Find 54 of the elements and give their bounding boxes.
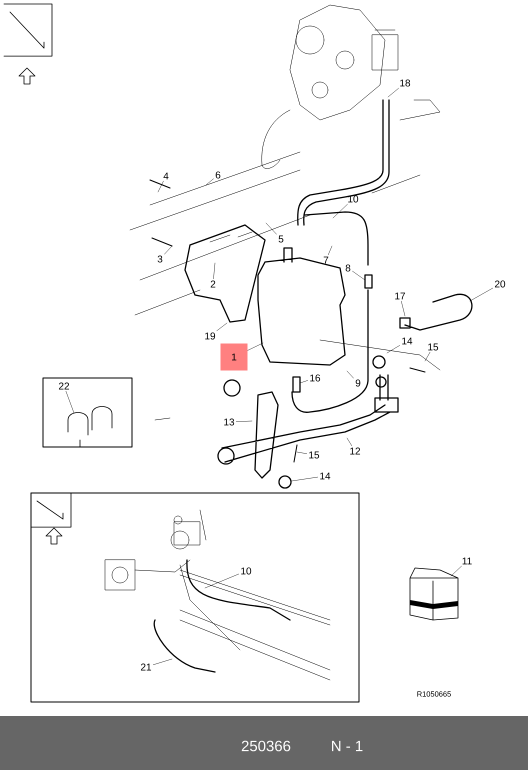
callout-number: 9 — [356, 379, 360, 387]
quantity: N - 1 — [332, 740, 362, 752]
callout-number: 1 — [220, 344, 248, 370]
leader-line — [328, 246, 332, 256]
callout-number: 2 — [210, 280, 216, 288]
leader-line — [216, 322, 228, 331]
callout-number: 14 — [320, 472, 330, 480]
callout-number: 13 — [224, 418, 234, 426]
part-number: 250366 — [242, 740, 290, 752]
callout-number: 21 — [140, 664, 152, 670]
leader-line — [470, 288, 493, 302]
callout-number: 20 — [494, 280, 506, 288]
leader-line — [236, 420, 252, 422]
leader-line — [164, 246, 172, 254]
callout-number: 17 — [395, 292, 406, 300]
leader-line — [248, 342, 264, 351]
callout-number: 15 — [428, 344, 438, 350]
leader-line — [352, 270, 366, 280]
callout-number: 16 — [310, 374, 320, 382]
nut-drawing — [278, 475, 292, 489]
leader-line — [300, 380, 308, 384]
callout-number: 22 — [58, 382, 70, 390]
callout-number: 8 — [346, 264, 350, 272]
callout-number: 15 — [309, 452, 320, 458]
leader-line — [346, 438, 352, 446]
leader-line — [450, 566, 462, 576]
leader-line — [346, 370, 354, 378]
inset-frame — [30, 492, 360, 702]
leader-line — [296, 452, 307, 454]
leader-line — [153, 658, 172, 665]
callout-number: 19 — [205, 332, 216, 340]
callout-number: 10 — [241, 567, 252, 575]
callout-number: 6 — [216, 171, 220, 179]
callout-number: 14 — [402, 338, 412, 344]
leader-line — [66, 390, 74, 414]
leader-line — [386, 345, 400, 354]
leader-line — [424, 352, 430, 362]
leader-line — [266, 222, 277, 234]
inset-frame — [42, 378, 132, 448]
callout-number: 7 — [324, 256, 328, 264]
leader-line — [206, 178, 214, 186]
leader-line — [401, 300, 406, 316]
callout-number: 5 — [278, 236, 284, 242]
callout-number: 11 — [462, 558, 472, 564]
leader-line — [158, 180, 164, 192]
leader-line — [332, 204, 348, 218]
callout-number: 18 — [400, 79, 410, 87]
callout-number: 4 — [163, 172, 168, 180]
leader-line — [213, 262, 216, 280]
callout-number: 3 — [158, 255, 162, 263]
leader-line — [204, 574, 239, 588]
leader-line — [388, 88, 399, 98]
leader-line — [291, 476, 318, 482]
callout-number: 12 — [350, 448, 360, 454]
